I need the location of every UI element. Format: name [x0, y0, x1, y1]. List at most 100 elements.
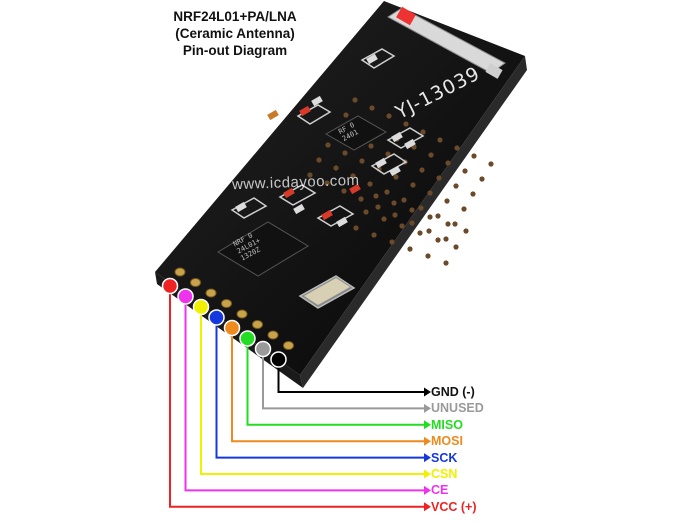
via-hole	[371, 232, 377, 238]
via-hole	[307, 172, 313, 178]
via-hole	[409, 207, 415, 213]
via-hole	[425, 253, 431, 259]
smd-component	[389, 165, 401, 177]
pin-pad	[267, 330, 279, 340]
arrow-head	[424, 453, 431, 463]
pin-label: SCK	[431, 450, 458, 465]
arrow-head	[424, 403, 431, 413]
via-hole	[385, 151, 391, 157]
via-hole	[427, 214, 433, 220]
pin-dot	[161, 277, 179, 295]
via-hole	[428, 152, 434, 158]
via-hole	[443, 260, 449, 266]
smd-component	[321, 209, 333, 221]
smd-component	[404, 138, 416, 150]
pin-lead	[262, 349, 424, 410]
via-hole	[359, 158, 365, 164]
via-hole	[452, 221, 458, 227]
via-hole	[420, 129, 426, 135]
via-hole	[325, 142, 331, 148]
via-hole	[444, 198, 450, 204]
via-hole	[352, 97, 358, 103]
smd-component	[375, 157, 387, 169]
via-hole	[417, 230, 423, 236]
pin-lead	[215, 317, 424, 459]
via-hole	[342, 150, 348, 156]
via-hole	[403, 121, 409, 127]
via-hole	[341, 188, 347, 194]
via-hole	[393, 174, 399, 180]
arrow-head	[424, 469, 431, 479]
pin-dot	[254, 340, 272, 358]
via-hole	[407, 246, 413, 252]
via-hole	[471, 153, 477, 159]
smd-component	[283, 187, 295, 199]
via-hole	[389, 239, 395, 245]
smd-component	[293, 203, 305, 215]
via-hole	[401, 197, 407, 203]
pin-pad	[174, 267, 186, 277]
via-hole	[419, 167, 425, 173]
pin-pad	[283, 341, 294, 350]
via-hole	[427, 190, 433, 196]
via-hole	[333, 165, 339, 171]
pin-dot	[177, 288, 194, 305]
via-hole	[368, 143, 374, 149]
silkscreen-outlines	[230, 48, 425, 227]
pin-label: CE	[431, 483, 449, 498]
pin-dot	[239, 330, 256, 347]
smd-component	[366, 53, 378, 65]
via-hole	[409, 220, 415, 226]
smd-component	[267, 109, 279, 121]
via-hole	[373, 193, 379, 199]
pin-label: CSN	[431, 467, 458, 481]
via-hole	[367, 181, 373, 187]
nrf-chip	[217, 221, 309, 277]
via-hole	[443, 236, 449, 242]
title-line: NRF24L01+PA/LNA	[173, 9, 297, 24]
pin-lead	[200, 307, 424, 475]
arrow-head	[424, 420, 431, 430]
via-hole	[392, 212, 398, 218]
via-hole	[369, 105, 375, 111]
via-hole	[470, 191, 476, 197]
smd-components	[235, 53, 416, 228]
via-hole	[363, 209, 369, 215]
smd-component	[299, 105, 311, 117]
pin-lead	[184, 296, 424, 492]
crystal	[298, 275, 356, 309]
via-hole	[418, 205, 424, 211]
via-hole	[384, 189, 390, 195]
via-hole	[358, 196, 364, 202]
smd-component	[336, 216, 348, 228]
via-hole	[410, 182, 416, 188]
via-hole	[324, 180, 330, 186]
title-line: Pin-out Diagram	[182, 43, 288, 58]
pin-label: VCC (+)	[431, 499, 477, 514]
smd-component	[311, 95, 323, 107]
arrow-head	[424, 436, 431, 446]
via-hole	[488, 161, 494, 167]
via-hole	[375, 204, 381, 210]
pin-dot	[192, 298, 210, 316]
via-hole	[386, 113, 392, 119]
via-hole	[454, 145, 460, 151]
pin-lead	[169, 286, 424, 508]
via-hole	[445, 221, 451, 227]
pin-pad	[205, 288, 217, 298]
smd-component	[349, 183, 361, 195]
via-hole	[453, 244, 459, 250]
via-hole	[461, 206, 467, 212]
via-hole	[426, 228, 432, 234]
pin-dot	[223, 319, 241, 337]
arrow-head	[424, 485, 431, 495]
pin-pad	[190, 278, 201, 287]
via-hole	[445, 160, 451, 166]
arrow-head	[424, 387, 431, 397]
via-hole	[353, 225, 359, 231]
pin-label: UNUSED	[431, 401, 484, 416]
pin-dot	[208, 309, 225, 326]
pin-dots	[161, 267, 294, 368]
pin-pad	[252, 320, 263, 329]
